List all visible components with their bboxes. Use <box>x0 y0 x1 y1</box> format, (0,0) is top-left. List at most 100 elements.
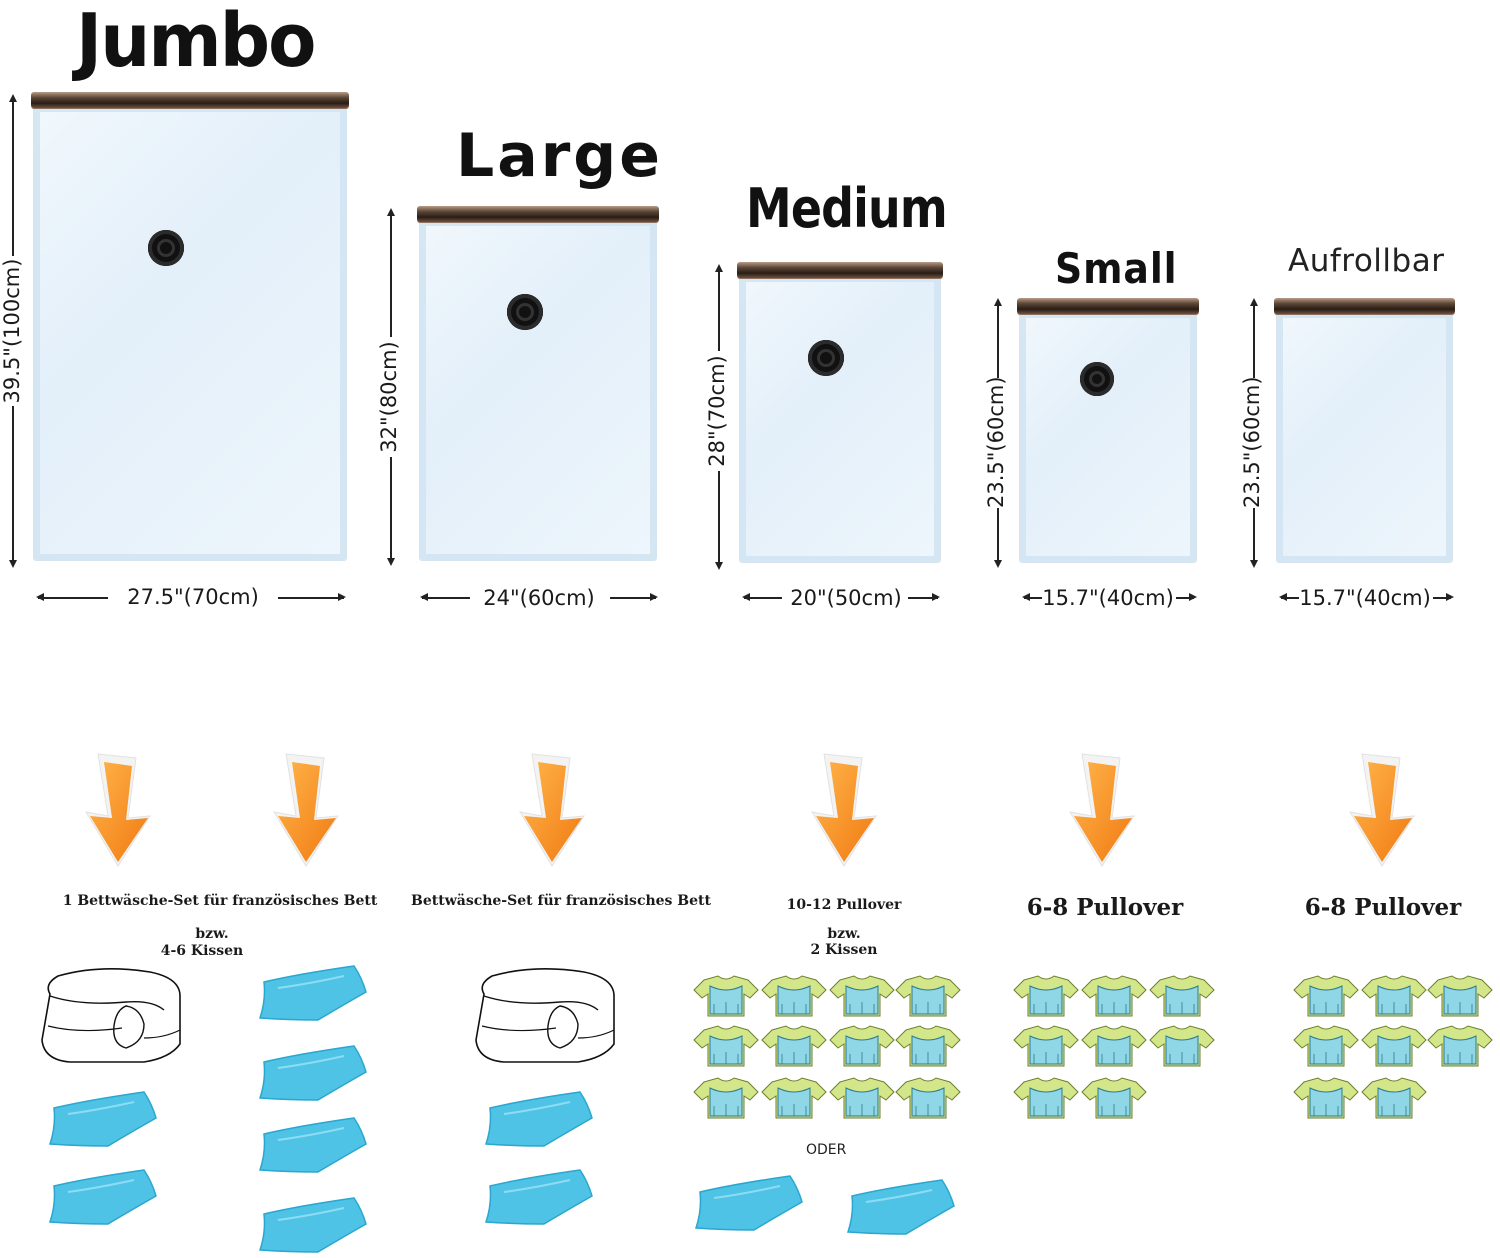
sweater-icon <box>829 975 895 1017</box>
arrowhead <box>8 94 17 102</box>
sweater-icon <box>1013 975 1079 1017</box>
width-label-jumbo: 27.5"(70cm) <box>127 585 259 609</box>
width-dimension-line <box>38 597 108 599</box>
zipper <box>1274 298 1455 314</box>
valve-icon <box>1080 362 1114 396</box>
arrowhead <box>714 264 723 272</box>
width-label-rollable: 15.7"(40cm) <box>1299 586 1431 610</box>
arrowhead <box>36 593 44 601</box>
capacity-jumbo-line2: bzw. <box>195 926 229 942</box>
width-dimension-line <box>1281 597 1299 599</box>
sweater-icon <box>761 1077 827 1119</box>
width-label-small: 15.7"(40cm) <box>1042 586 1174 610</box>
or-label: ODER <box>806 1142 847 1158</box>
zipper <box>1017 298 1199 314</box>
pillow-icon <box>259 1197 367 1253</box>
bag-small <box>1017 298 1199 562</box>
size-title-rollable: Aufrollbar <box>1288 243 1445 279</box>
pillow-icon <box>695 1175 803 1231</box>
bag-jumbo <box>31 92 349 560</box>
capacity-medium-line1: 10-12 Pullover <box>786 897 902 913</box>
arrowhead <box>1279 593 1287 601</box>
valve-icon <box>507 294 543 330</box>
sweater-icon <box>895 975 961 1017</box>
zipper <box>417 206 659 222</box>
bag-medium <box>737 262 943 562</box>
width-dimension-line <box>744 597 782 599</box>
width-dimension-line <box>610 597 656 599</box>
sweater-icon <box>1293 975 1359 1017</box>
arrow-down-icon <box>273 753 339 867</box>
capacity-medium-line2: bzw. <box>827 926 861 942</box>
pillow-icon <box>259 1117 367 1173</box>
capacity-large-line1: Bettwäsche-Set für französisches Bett <box>411 893 711 909</box>
sweater-icon <box>1081 1025 1147 1067</box>
arrow-down-icon <box>1349 753 1415 867</box>
sweater-icon <box>1361 1025 1427 1067</box>
sweater-icon <box>761 975 827 1017</box>
sweater-icon <box>761 1025 827 1067</box>
size-title-jumbo: Jumbo <box>76 0 316 84</box>
width-dimension-line <box>1433 597 1451 599</box>
pillow-icon <box>259 1045 367 1101</box>
capacity-rollable-line1: 6-8 Pullover <box>1304 894 1462 921</box>
pillow-icon <box>485 1169 593 1225</box>
arrow-down-icon <box>1069 753 1135 867</box>
sweater-icon <box>693 1077 759 1119</box>
height-label-rollable: 23.5"(60cm) <box>1240 376 1266 508</box>
sweater-icon <box>1013 1025 1079 1067</box>
capacity-jumbo-line1: 1 Bettwäsche-Set für französisches Bett <box>62 893 378 909</box>
capacity-small-line1: 6-8 Pullover <box>1026 894 1184 921</box>
pillow-icon <box>49 1091 157 1147</box>
sweater-icon <box>1361 1077 1427 1119</box>
pillow-icon <box>259 965 367 1021</box>
size-title-medium: Medium <box>746 177 948 240</box>
sweater-icon <box>829 1025 895 1067</box>
width-label-large: 24"(60cm) <box>483 586 595 610</box>
arrowhead <box>650 593 658 601</box>
bag-large <box>417 206 659 560</box>
valve-icon <box>808 340 844 376</box>
arrowhead <box>993 298 1002 306</box>
height-label-medium: 28"(70cm) <box>705 351 731 471</box>
size-title-small: Small <box>1055 244 1178 293</box>
pillow-icon <box>847 1179 955 1235</box>
zipper <box>31 92 349 108</box>
arrowhead <box>1249 298 1258 306</box>
width-label-medium: 20"(50cm) <box>790 586 902 610</box>
arrowhead <box>932 593 940 601</box>
sweater-icon <box>693 1025 759 1067</box>
height-label-small: 23.5"(60cm) <box>984 376 1010 508</box>
sweater-icon <box>1149 1025 1215 1067</box>
width-dimension-line <box>908 597 938 599</box>
valve-icon <box>148 230 184 266</box>
capacity-medium-line3: 2 Kissen <box>810 942 878 958</box>
sweater-icon <box>895 1077 961 1119</box>
height-label-large: 32"(80cm) <box>377 337 403 457</box>
sweater-icon <box>1013 1077 1079 1119</box>
arrow-down-icon <box>519 753 585 867</box>
height-label-jumbo: 39.5"(100cm) <box>0 256 26 406</box>
sweater-icon <box>1293 1025 1359 1067</box>
arrowhead <box>386 208 395 216</box>
sweater-icon <box>1361 975 1427 1017</box>
bag-rollable <box>1274 298 1455 562</box>
sweater-icon <box>1293 1077 1359 1119</box>
arrowhead <box>386 558 395 566</box>
arrow-down-icon <box>85 753 151 867</box>
capacity-jumbo-line3: 4-6 Kissen <box>160 943 244 959</box>
arrowhead <box>714 562 723 570</box>
size-title-large: Large <box>456 121 663 191</box>
width-dimension-line <box>1024 597 1042 599</box>
arrowhead <box>1022 593 1030 601</box>
arrow-down-icon <box>811 753 877 867</box>
sweater-icon <box>829 1077 895 1119</box>
sweater-icon <box>1427 1025 1493 1067</box>
sweater-icon <box>1081 975 1147 1017</box>
sweater-icon <box>1427 975 1493 1017</box>
pillow-icon <box>485 1091 593 1147</box>
sweater-icon <box>1081 1077 1147 1119</box>
sweater-icon <box>1149 975 1215 1017</box>
arrowhead <box>993 560 1002 568</box>
arrowhead <box>1446 593 1454 601</box>
